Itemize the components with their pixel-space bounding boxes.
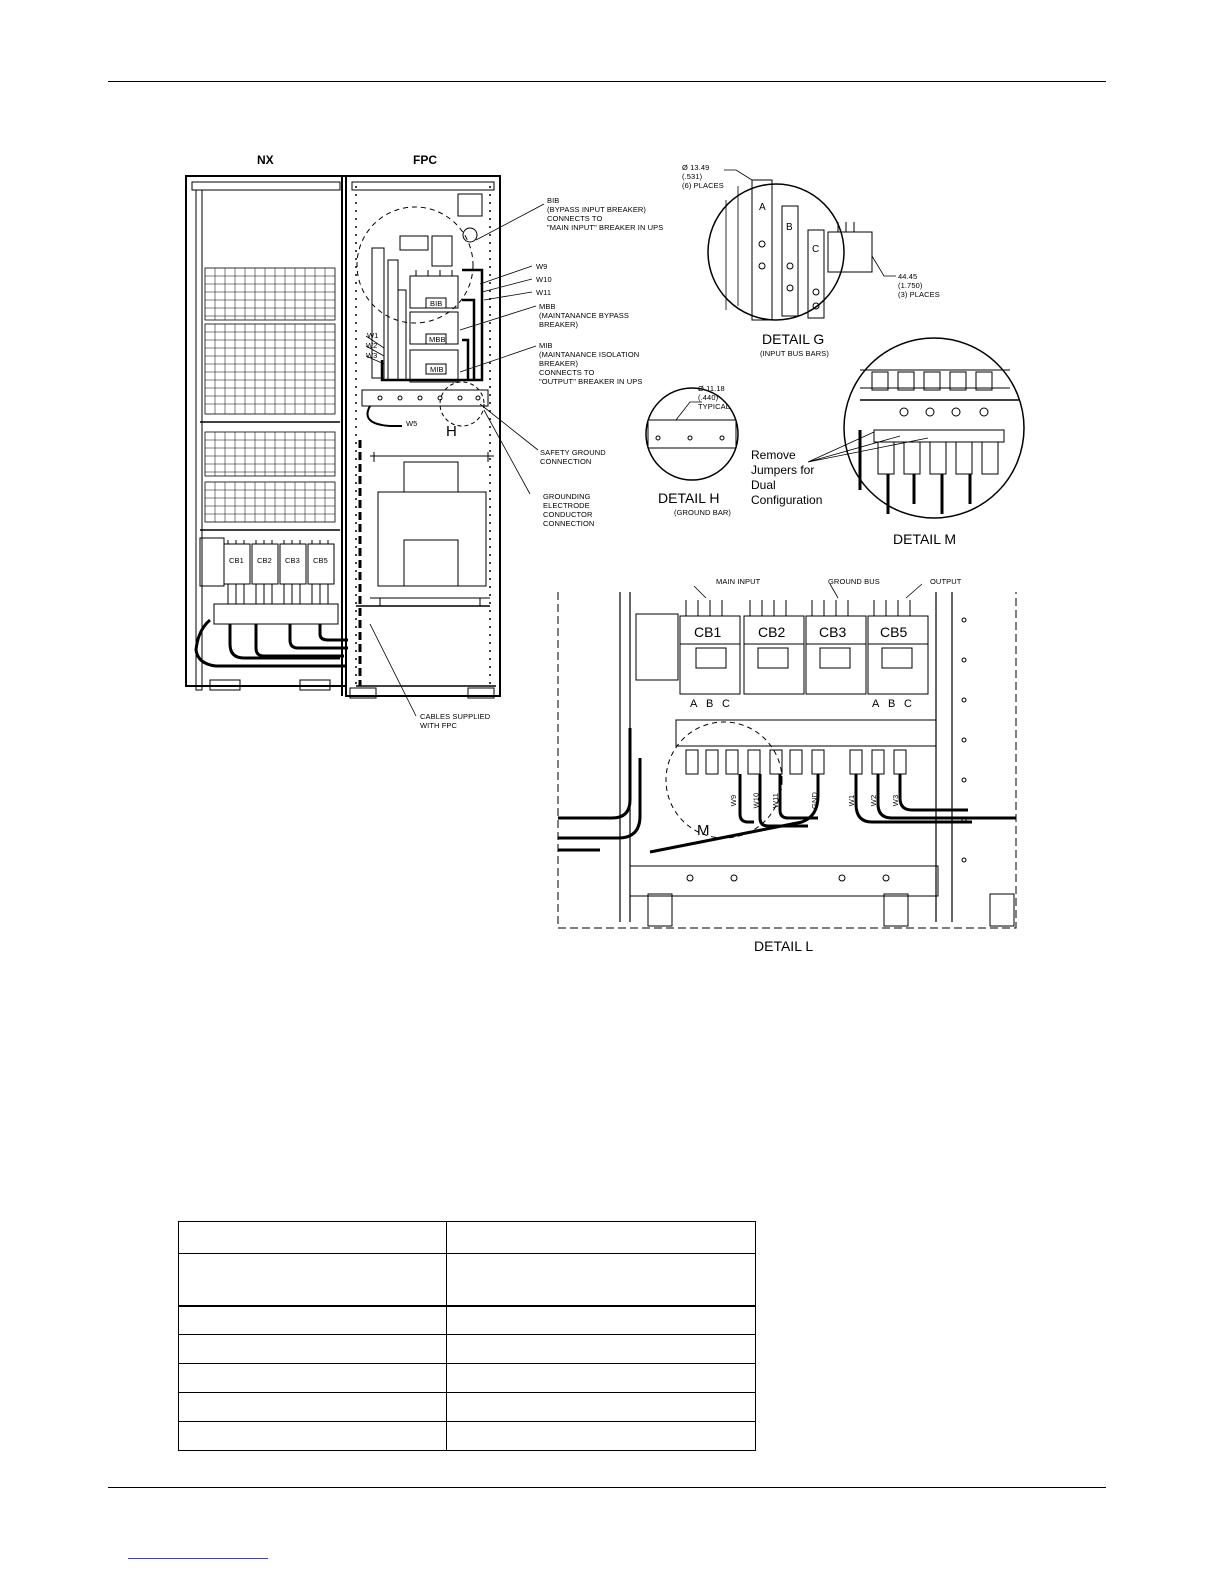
detail-l-cb3: CB3: [819, 624, 847, 640]
table-cell: [445, 1392, 757, 1422]
detail-m: [807, 337, 1025, 519]
table-cell: [445, 1221, 757, 1254]
detail-g-bar-c: C: [812, 244, 820, 255]
detail-g-bar-a: A: [759, 202, 766, 213]
w3-callout: W3: [366, 351, 378, 360]
nx-cabinet: [185, 175, 348, 691]
installation-figure: [185, 169, 1025, 929]
bib-callout: BIB (BYPASS INPUT BREAKER) CONNECTS TO "…: [547, 196, 664, 232]
detail-l-phase-a-2: A: [872, 698, 880, 710]
nx-label: NX: [257, 153, 274, 167]
table-cell: [178, 1305, 447, 1335]
detail-l-cb5: CB5: [880, 624, 908, 640]
detail-g: [707, 169, 896, 321]
w9-callout: W9: [536, 262, 548, 271]
footer-rule: [108, 1487, 1106, 1488]
detail-l-ground-bus: GROUND BUS: [828, 577, 880, 586]
table-cell: [445, 1253, 757, 1307]
table-row: [178, 1334, 757, 1364]
detail-m-note: Remove Jumpers for Dual Configuration: [751, 448, 823, 507]
detail-l-main-input: MAIN INPUT: [716, 577, 761, 586]
detail-l-output: OUTPUT: [930, 577, 962, 586]
detail-g-title: DETAIL G: [762, 331, 825, 347]
table-row: [178, 1221, 757, 1254]
detail-g-bar-b: B: [786, 222, 793, 233]
table-cell: [445, 1305, 757, 1335]
detail-l-w10: W10: [751, 792, 761, 809]
table-cell: [445, 1363, 757, 1393]
detail-l-cb2: CB2: [758, 624, 786, 640]
detail-l-phase-c-2: C: [904, 698, 912, 710]
table-row: [178, 1392, 757, 1422]
safety-ground-callout: SAFETY GROUND CONNECTION: [540, 448, 606, 466]
detail-l: [557, 583, 1017, 929]
h-marker: H: [446, 423, 457, 440]
detail-g-spacing-dim: 44.45 (1.750) (3) PLACES: [898, 272, 940, 299]
detail-h: [645, 387, 739, 481]
table-cell: [178, 1221, 447, 1254]
table-row: [178, 1253, 757, 1307]
w2-callout: W2: [366, 341, 378, 350]
empty-table: [178, 1221, 757, 1451]
fpc-mib-label: MIB: [430, 365, 444, 374]
nx-cb3-label: CB3: [285, 556, 300, 565]
nx-cb2-label: CB2: [257, 556, 272, 565]
detail-l-phase-c-1: C: [722, 698, 730, 710]
detail-h-title: DETAIL H: [658, 490, 720, 506]
detail-l-w11: W11: [771, 792, 781, 809]
w5-callout: W5: [406, 419, 418, 428]
nx-cb1-label: CB1: [229, 556, 244, 565]
table-cell: [445, 1421, 757, 1451]
table-row: [178, 1363, 757, 1393]
fpc-mbb-label: MBB: [429, 335, 446, 344]
mib-callout: MIB (MAINTANANCE ISOLATION BREAKER) CONN…: [539, 341, 643, 386]
w1-callout: W1: [367, 331, 379, 340]
detail-l-phase-b-1: B: [706, 698, 714, 710]
fpc-cabinet: [345, 175, 501, 699]
table-row: [178, 1421, 757, 1451]
detail-l-w3: W3: [891, 794, 901, 807]
fpc-label: FPC: [413, 153, 437, 167]
detail-h-dim: Ø 11.18 (.440) TYPICAL: [698, 384, 730, 411]
mbb-callout: MBB (MAINTANANCE BYPASS BREAKER): [539, 302, 629, 329]
grounding-electrode-callout: GROUNDING ELECTRODE CONDUCTOR CONNECTION: [543, 492, 595, 528]
w10-callout: W10: [536, 275, 552, 284]
nx-cb5-label: CB5: [313, 556, 328, 565]
table-row: [178, 1305, 757, 1335]
callout-leaders: [365, 203, 545, 717]
detail-l-breakers: [679, 600, 929, 695]
detail-l-w2: W2: [869, 794, 879, 807]
detail-l-phase-a-1: A: [690, 698, 698, 710]
table-cell: [178, 1334, 447, 1364]
table-cell: [178, 1253, 447, 1307]
header-rule: [108, 81, 1106, 82]
detail-h-subtitle: (GROUND BAR): [674, 508, 732, 517]
detail-g-subtitle: (INPUT BUS BARS): [760, 349, 829, 358]
cables-supplied-callout: CABLES SUPPLIED WITH FPC: [420, 712, 491, 730]
w11-callout: W11: [536, 288, 552, 297]
detail-l-m-marker: M: [697, 822, 710, 839]
detail-l-phase-b-2: B: [888, 698, 896, 710]
detail-l-w9: W9: [729, 794, 739, 807]
nx-breaker-bank: [199, 537, 339, 625]
footer-link-underline[interactable]: [128, 1558, 268, 1559]
table-cell: [178, 1392, 447, 1422]
table-cell: [178, 1363, 447, 1393]
table-cell: [178, 1421, 447, 1451]
nx-vent-grilles: [204, 267, 336, 523]
detail-l-w1: W1: [847, 794, 857, 807]
detail-g-hole-dim: Ø 13.49 (.531) (6) PLACES: [682, 163, 724, 190]
table-cell: [445, 1334, 757, 1364]
detail-l-cb1: CB1: [694, 624, 722, 640]
detail-l-title: DETAIL L: [754, 938, 814, 954]
fpc-breakers: [409, 270, 459, 383]
detail-l-gnd: GND: [809, 792, 819, 809]
fpc-bib-label: BIB: [430, 299, 443, 308]
detail-m-title: DETAIL M: [893, 531, 957, 547]
